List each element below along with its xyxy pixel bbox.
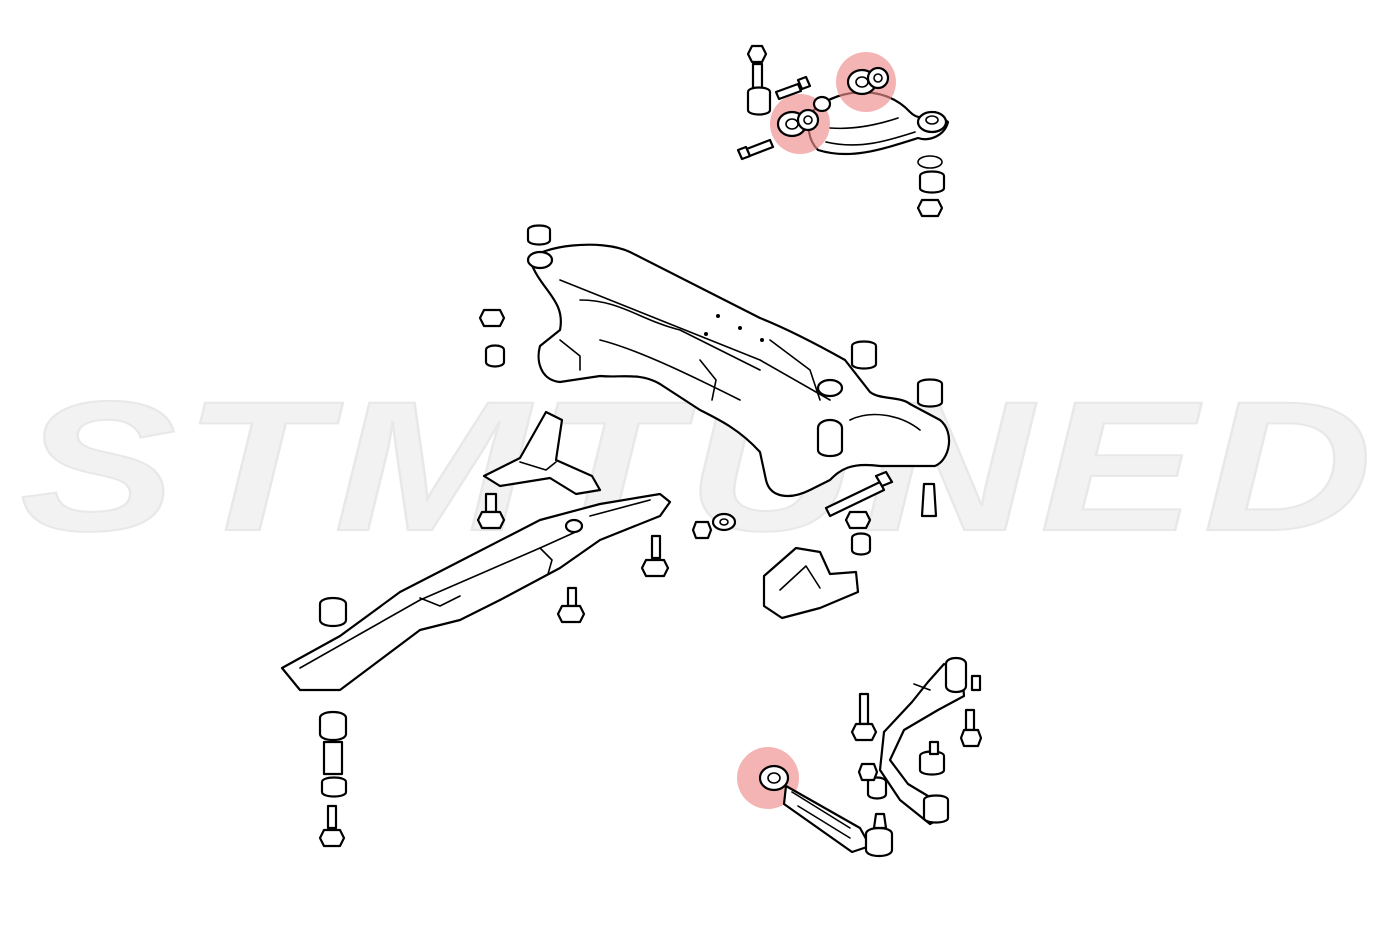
lower-link-assembly: [737, 656, 983, 858]
side-mount-bracket: [762, 546, 860, 620]
lower-link-bushing: [737, 747, 799, 809]
upper-arm-front-bushing: [836, 52, 896, 112]
rear-crossmember: [478, 224, 951, 556]
differential-mount-bracket: [476, 410, 602, 530]
loose-hardware: [556, 512, 737, 624]
upper-control-arm-assembly: [736, 44, 950, 218]
lower-support-member: [280, 492, 672, 848]
